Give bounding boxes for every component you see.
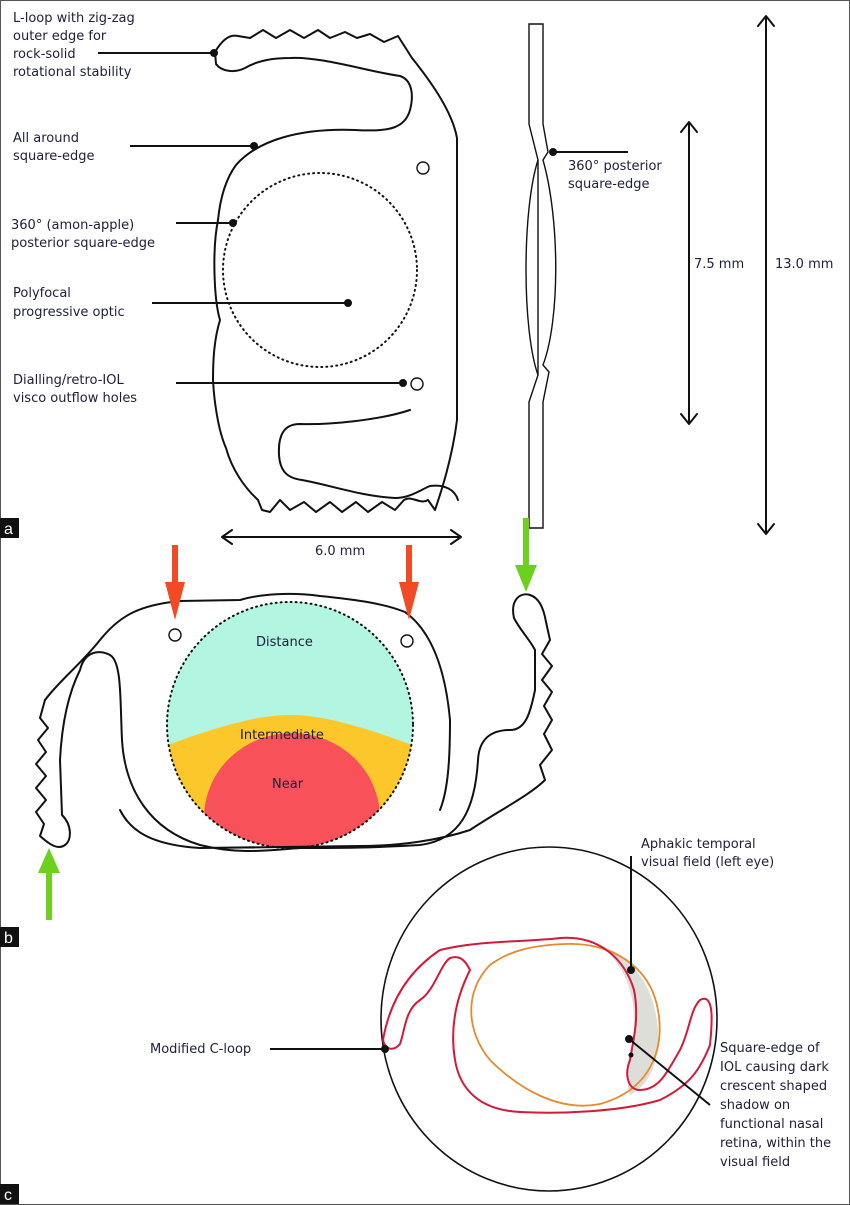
leader-dot	[399, 379, 407, 387]
label-shadow: Square-edge of IOL causing dark crescent…	[720, 1041, 835, 1170]
leader-dot	[381, 1045, 389, 1053]
label-holes: Dialling/retro-IOL visco outflow holes	[13, 373, 137, 406]
panel-tag-c-bg	[0, 1184, 19, 1204]
zone-near	[204, 733, 380, 848]
dimension-13mm	[757, 15, 775, 535]
panel-tag-c: c	[4, 1187, 12, 1204]
label-aphakic: Aphakic temporal visual field (left eye)	[641, 837, 774, 870]
eye-outline-circle	[380, 846, 718, 1192]
green-arrow-top	[515, 518, 537, 592]
zone-label-distance: Distance	[256, 635, 313, 650]
zone-label-intermediate: Intermediate	[240, 728, 324, 743]
leader-dot-small	[628, 1052, 634, 1058]
red-arrow-right	[399, 545, 419, 620]
label-6mm: 6.0 mm	[315, 544, 365, 559]
panel-tag-b-bg	[0, 927, 19, 947]
iol-haptic-red	[381, 936, 713, 1114]
red-arrow-left	[165, 545, 185, 620]
leader-dot	[210, 49, 218, 57]
panel-tag-b: b	[4, 930, 13, 947]
panel-tag-a-bg	[0, 518, 19, 538]
panel-c: Aphakic temporal visual field (left eye)…	[0, 837, 835, 1204]
panel-a: L-loop with zig-zag outer edge for rock-…	[0, 11, 833, 559]
leader-dot	[549, 148, 557, 156]
optic-dotted-circle-b	[166, 601, 414, 849]
label-13mm: 13.0 mm	[775, 257, 833, 272]
leader-dot	[250, 142, 258, 150]
label-optic: Polyfocal progressive optic	[13, 286, 125, 320]
label-7-5mm: 7.5 mm	[694, 257, 744, 272]
iol-body-outline	[212, 29, 458, 513]
iol-top-edge-b	[44, 592, 451, 811]
label-square-edge: All around square-edge	[13, 131, 94, 164]
iol-side-profile	[525, 23, 557, 529]
lower-loop-inner	[277, 409, 459, 501]
dimension-6mm	[221, 529, 462, 545]
iol-body-outline-b	[35, 593, 553, 853]
label-l-loop: L-loop with zig-zag outer edge for rock-…	[13, 11, 139, 80]
crescent-shadow	[600, 945, 659, 1095]
leader-dot	[344, 299, 352, 307]
label-posterior-edge: 360° (amon-apple) posterior square-edge	[11, 218, 155, 251]
label-c-loop: Modified C-loop	[150, 1042, 251, 1057]
visco-hole-left-b	[168, 628, 182, 642]
panel-b: Distance Intermediate Near b	[0, 518, 553, 947]
zone-label-near: Near	[272, 777, 304, 792]
optic-dotted-circle	[222, 172, 418, 368]
leader-dot	[625, 1035, 633, 1043]
visco-hole-lower	[410, 377, 424, 391]
leader-dot	[229, 219, 237, 227]
visco-hole-right-b	[400, 634, 414, 648]
visco-hole-upper	[416, 161, 430, 175]
green-arrow-bottom	[38, 848, 60, 920]
iol-optic-orange	[470, 943, 661, 1107]
dimension-7-5mm	[680, 121, 698, 425]
panel-tag-a: a	[4, 521, 13, 538]
leader-dot	[627, 966, 635, 974]
label-side-edge: 360° posterior square-edge	[568, 159, 666, 192]
leader-shadow	[628, 1038, 711, 1106]
